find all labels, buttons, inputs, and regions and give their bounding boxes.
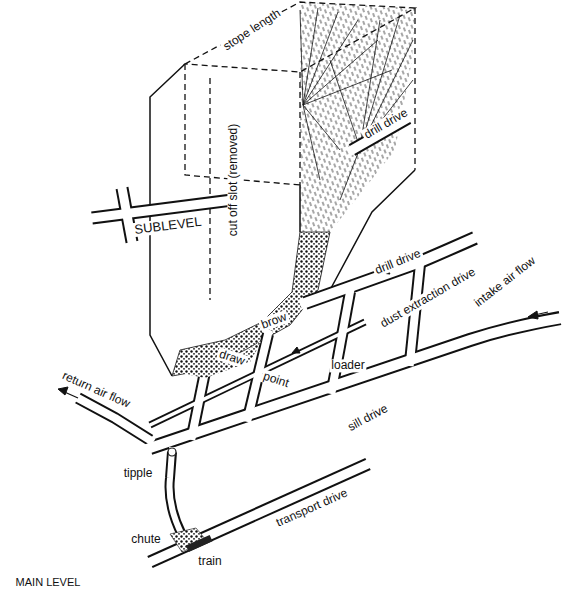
part-label: sill drive — [344, 401, 392, 435]
drill-hole — [303, 105, 320, 180]
crosscut — [332, 292, 350, 390]
drilled-fan-area — [300, 2, 415, 240]
part-label: draw — [216, 347, 249, 369]
part-label: point — [260, 369, 293, 391]
transport-drive — [150, 464, 368, 562]
draw-point-muck — [176, 340, 262, 378]
sublevel-crosscut — [122, 188, 132, 242]
draw-point-inner — [192, 372, 205, 436]
drive-interiors — [76, 118, 562, 562]
part-label: stope length — [219, 6, 284, 55]
tipple — [168, 448, 176, 456]
drive-outlines — [78, 118, 560, 562]
part-label: intake air flow — [470, 253, 539, 311]
sublevel-drive — [92, 200, 232, 218]
part-label: drill drive — [371, 246, 424, 278]
part-label: brow — [258, 310, 291, 333]
return-air-arrowhead — [58, 387, 68, 395]
part-label: chute — [129, 533, 162, 546]
raise-inner — [170, 450, 183, 535]
part-label: loader — [329, 359, 366, 372]
part-label: transport drive — [272, 486, 351, 531]
drill-hole — [303, 105, 340, 150]
intake-air-arrowhead — [528, 311, 538, 319]
part-label: SUBLEVEL — [132, 215, 204, 238]
train — [186, 535, 213, 552]
part-label: cut off slot (removed) — [227, 122, 240, 239]
drill-hole — [300, 10, 303, 105]
dust-flow-arrowhead — [292, 347, 300, 353]
drill-hole — [360, 80, 413, 148]
transport-drive-inner — [150, 464, 368, 562]
part-label: tipple — [122, 467, 155, 480]
drill-hole — [303, 8, 318, 105]
part-label: train — [196, 555, 223, 568]
part-label: drill drive — [360, 105, 412, 142]
air-flow-arrows — [58, 267, 548, 398]
part-label: MAIN LEVEL — [14, 576, 83, 588]
drill-drive-inner — [305, 237, 477, 303]
sublevel-crosscut-inner — [122, 188, 132, 242]
part-label: return air flow — [58, 368, 133, 411]
crosscut-inner — [332, 292, 350, 390]
sublevel-inner — [92, 200, 232, 218]
sill-drive-inner — [150, 318, 562, 448]
part-label: dust extraction drive — [376, 264, 479, 331]
drill-hole — [340, 148, 360, 200]
drill-hole — [330, 60, 360, 148]
drill-hole — [303, 70, 392, 105]
drill-holes — [300, 8, 413, 200]
